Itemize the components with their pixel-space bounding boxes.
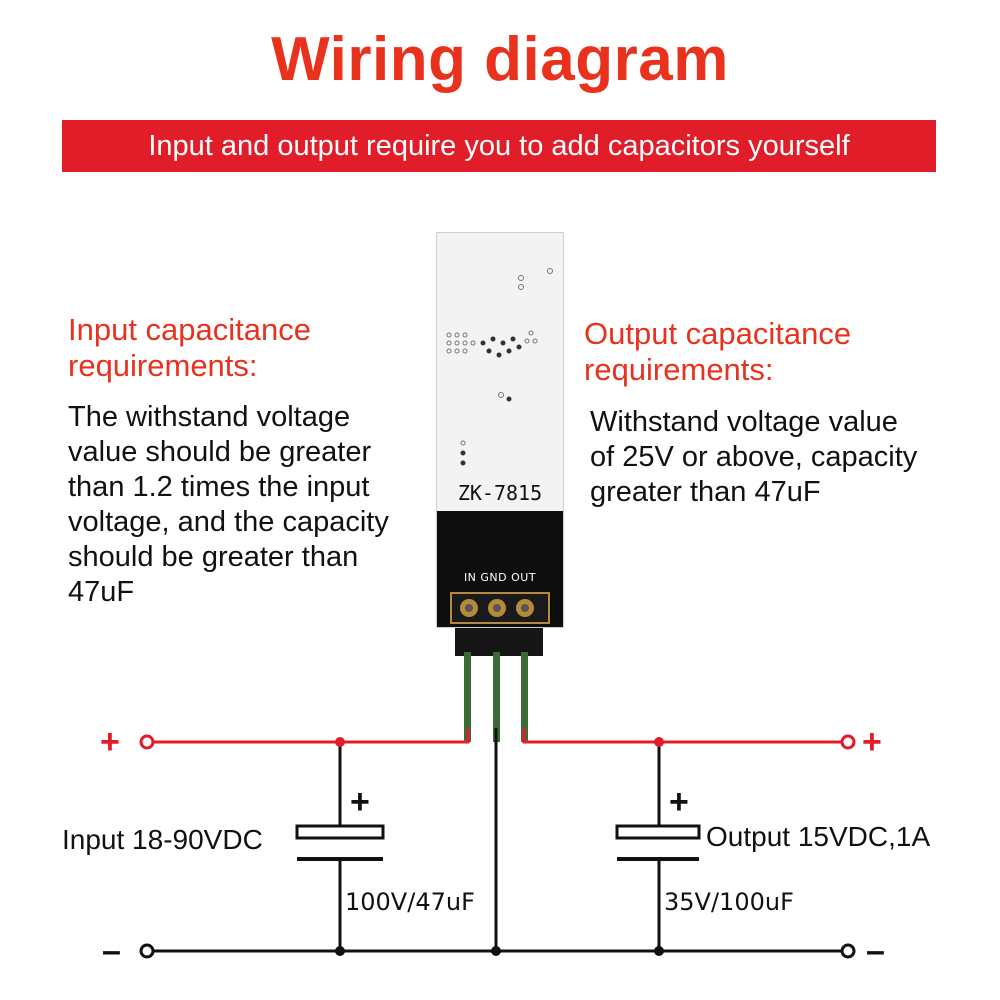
- pin-gnd: [493, 652, 500, 742]
- input-req-line: voltage, and the capacity: [68, 506, 389, 538]
- module-pin-labels: IN GND OUT: [463, 571, 537, 584]
- output-negative-terminal: [840, 943, 856, 959]
- input-req-line: 47uF: [68, 576, 135, 608]
- output-req-body: Withstand voltage value of 25V or above,…: [590, 405, 917, 510]
- output-cap-plus-sign: +: [669, 783, 689, 821]
- output-positive-wire: [522, 728, 842, 744]
- input-cap-positive-plate: [295, 824, 385, 840]
- input-voltage-label: Input 18-90VDC: [62, 824, 263, 855]
- input-capacitor-rating: 100V/47uF: [345, 888, 475, 916]
- input-plus-sign: +: [100, 723, 120, 761]
- input-req-line: than 1.2 times the input: [68, 471, 370, 503]
- diagram-title: Wiring diagram: [271, 25, 729, 94]
- input-positive-wire: [153, 728, 470, 744]
- capacitor-notice-banner: Input and output require you to add capa…: [62, 120, 936, 172]
- input-req-title-line1: Input capacitance: [68, 312, 312, 347]
- input-cap-negative-junction: [335, 946, 345, 956]
- output-req-line: Withstand voltage value: [590, 406, 898, 438]
- output-positive-terminal: [840, 734, 856, 750]
- output-voltage-label: Output 15VDC,1A: [706, 821, 931, 852]
- input-cap-plus-sign: +: [350, 783, 370, 821]
- output-plus-sign: +: [862, 723, 882, 761]
- output-req-line: of 25V or above, capacity: [590, 441, 918, 473]
- module-pads: [450, 592, 550, 624]
- pin-out: [521, 652, 528, 742]
- input-req-line: value should be greater: [68, 436, 372, 468]
- input-req-body: The withstand voltage value should be gr…: [68, 400, 389, 610]
- input-req-line: should be greater than: [68, 541, 359, 573]
- output-cap-negative-junction: [654, 946, 664, 956]
- input-negative-terminal: [139, 943, 155, 959]
- output-cap-positive-plate: [615, 824, 701, 840]
- input-cap-positive-junction: [335, 737, 345, 747]
- ground-junction: [491, 946, 501, 956]
- module-model-label: ZK-7815: [457, 481, 543, 505]
- input-positive-terminal: [139, 734, 155, 750]
- output-req-title-line1: Output capacitance: [584, 316, 852, 351]
- output-cap-positive-junction: [654, 737, 664, 747]
- output-capacitor-rating: 35V/100uF: [664, 888, 794, 916]
- output-req-title-line2: requirements:: [584, 352, 774, 387]
- input-req-title-line2: requirements:: [68, 348, 258, 383]
- pin-in: [464, 652, 471, 742]
- output-req-line: greater than 47uF: [590, 476, 821, 508]
- output-minus-sign: –: [866, 932, 885, 970]
- pcb-via-pattern: [446, 268, 553, 466]
- zk-7815-module: ZK-7815 IN GND OUT: [436, 232, 564, 628]
- input-req-line: The withstand voltage: [68, 401, 351, 433]
- input-minus-sign: –: [102, 932, 121, 970]
